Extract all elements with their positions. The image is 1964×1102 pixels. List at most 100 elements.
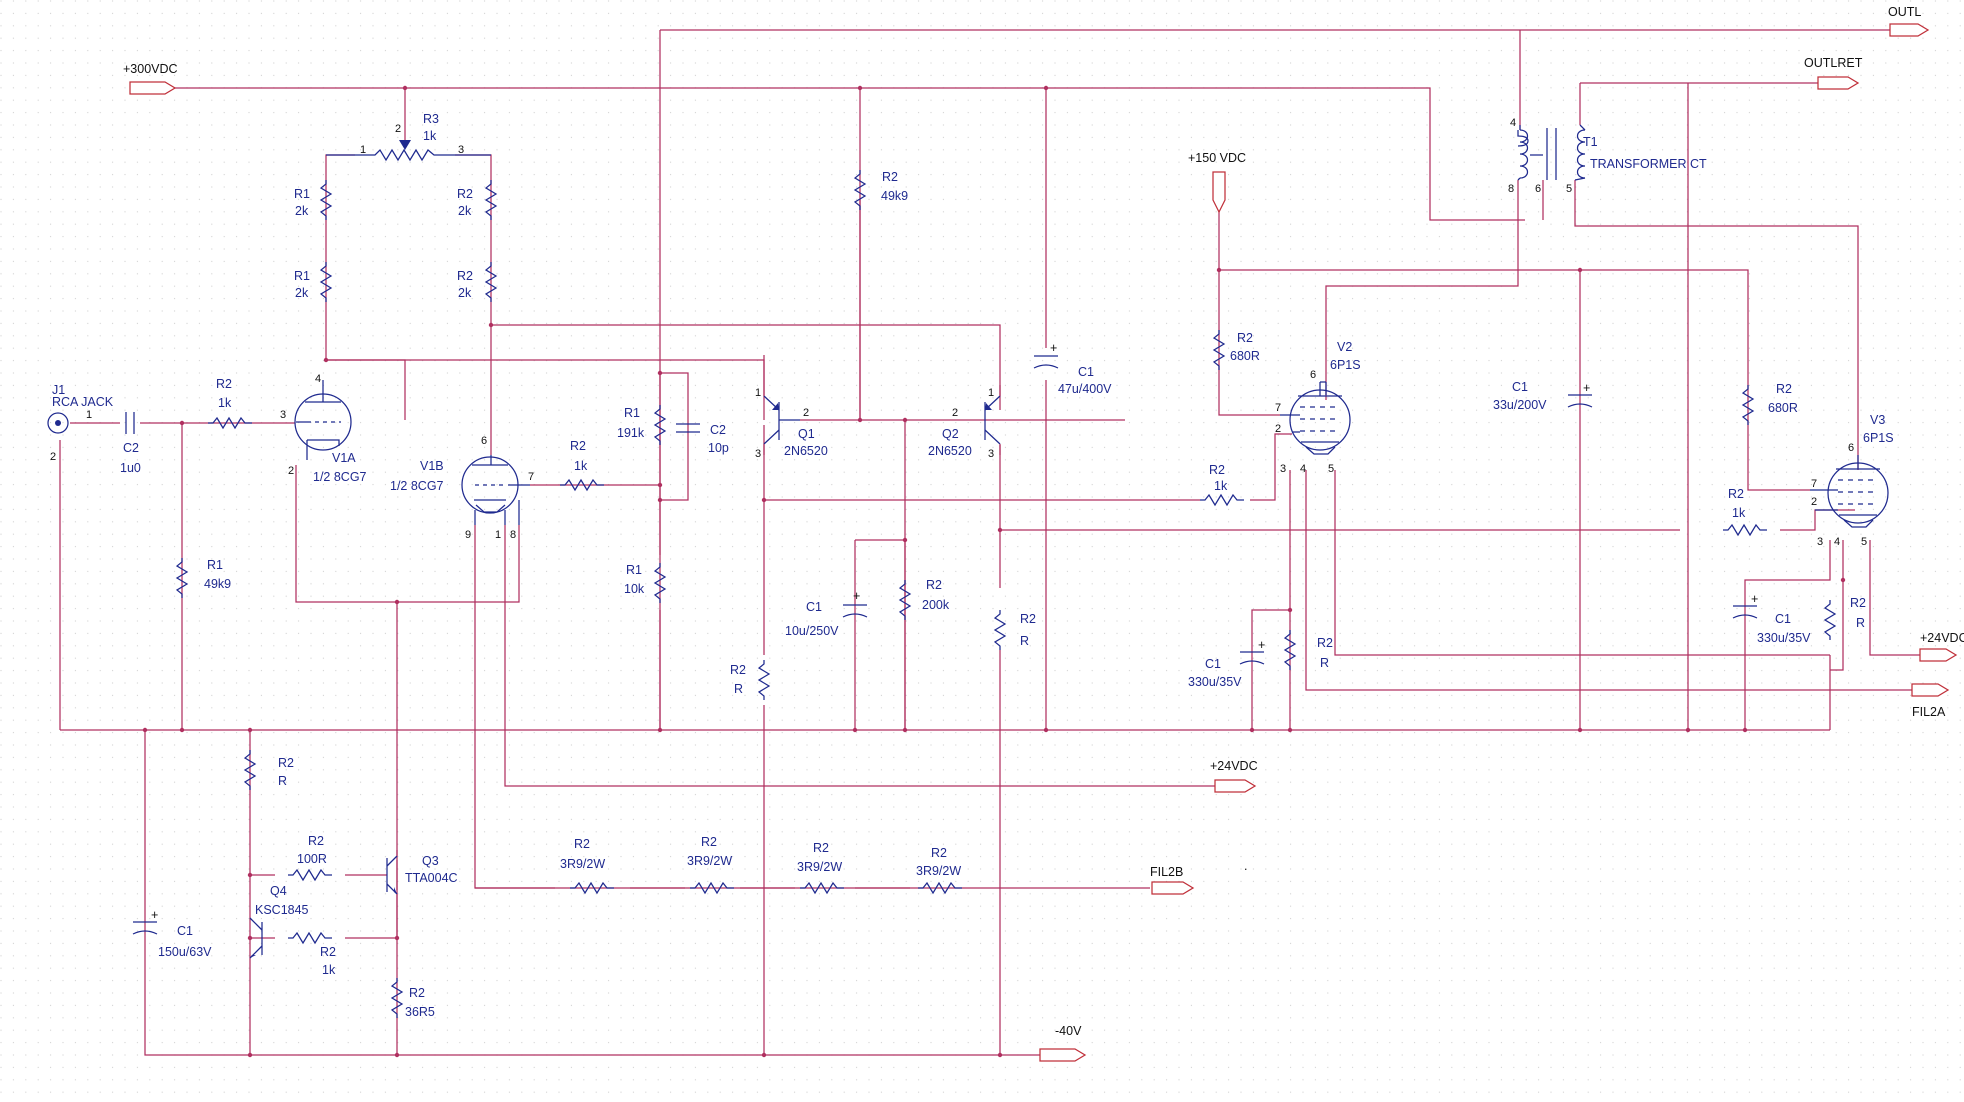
rfil1-ref: R2 (574, 837, 590, 851)
r2q2-value: R (1020, 634, 1029, 648)
r2a-value: 2k (458, 204, 472, 218)
resistor-r2-grid-v1b: R2 1k (559, 439, 605, 491)
c1big-plus: + (1050, 341, 1057, 355)
resistor-r2-v2-cathode: R2 R (1284, 629, 1333, 671)
v3-pin3: 3 (1817, 536, 1823, 548)
q4-value: KSC1845 (255, 903, 309, 917)
c2in-ref: C2 (123, 441, 139, 455)
resistor-r1-feedback: R1 191k (617, 404, 666, 446)
r2g-value: 1k (574, 459, 588, 473)
c1mid-value: 10u/250V (785, 624, 839, 638)
resistor-r2-3r9-1: R2 3R9/2W (560, 837, 615, 894)
capacitor-c1-47u: + C1 47u/400V (1033, 341, 1112, 396)
resistor-r2-36r5: R2 36R5 (391, 977, 435, 1019)
r3-pin1: 1 (360, 144, 366, 156)
q2-ref: Q2 (942, 427, 959, 441)
r3-value: 1k (423, 129, 437, 143)
r2q3-value: 100R (297, 852, 327, 866)
r2b-value: 2k (458, 286, 472, 300)
r1a-ref: R1 (294, 187, 310, 201)
r2mid-value: 200k (922, 598, 950, 612)
j1-pin1: 1 (86, 409, 92, 421)
v3-pin2: 2 (1811, 496, 1817, 508)
r1in-ref: R1 (207, 558, 223, 572)
resistor-r2-680r-v3: R2 680R (1742, 382, 1798, 426)
r2b-ref: R2 (457, 269, 473, 283)
j1-value: RCA JACK (52, 395, 114, 409)
r2v3-ref: R2 (1776, 382, 1792, 396)
t1-value: TRANSFORMER CT (1590, 157, 1707, 171)
rca-jack-j1: J1 RCA JACK 1 2 (47, 383, 114, 463)
v1a-pin4: 4 (315, 373, 321, 385)
r2v3-value: 680R (1768, 401, 1798, 415)
v3-value: 6P1S (1863, 431, 1894, 445)
v1a-value: 1/2 8CG7 (313, 470, 367, 484)
v1b-pin6: 6 (481, 435, 487, 447)
resistor-r2-input: R2 1k (207, 377, 253, 429)
r2mid-ref: R2 (926, 578, 942, 592)
v2-pin7: 7 (1275, 402, 1281, 414)
r3-pin3: 3 (458, 144, 464, 156)
v2-ref: V2 (1337, 340, 1352, 354)
r3-ref: R3 (423, 112, 439, 126)
rfil4-value: 3R9/2W (916, 864, 961, 878)
tube-v3: 6 7 2 3 4 5 V3 6P1S (1810, 413, 1894, 548)
port-outlret: OUTLRET (1804, 56, 1863, 90)
port-outl-label: OUTL (1888, 5, 1921, 19)
c1mid2-value: 33u/200V (1493, 398, 1547, 412)
tube-v1a: 3 4 2 V1A 1/2 8CG7 (280, 373, 367, 484)
r2v2k-value: R (1320, 656, 1329, 670)
port-v300-label: +300VDC (123, 62, 178, 76)
port-fil2a-label: FIL2A (1912, 705, 1946, 719)
r2g1-value: 1k (1214, 479, 1228, 493)
q1-value: 2N6520 (784, 444, 828, 458)
v1b-pin7: 7 (528, 471, 534, 483)
r2q3-ref: R2 (308, 834, 324, 848)
q4-ref: Q4 (270, 884, 287, 898)
c1v3-ref: C1 (1775, 612, 1791, 626)
r2v2k-ref: R2 (1317, 636, 1333, 650)
rfil3-value: 3R9/2W (797, 860, 842, 874)
transistor-q1: 1 2 3 Q1 2N6520 (755, 355, 828, 460)
port-v24b: +24VDC (1210, 759, 1258, 793)
port-neg40-label: -40V (1055, 1024, 1082, 1038)
r2top-ref: R2 (882, 170, 898, 184)
capacitor-c2-feedback: C2 10p (676, 423, 729, 455)
r1lo-ref: R1 (626, 563, 642, 577)
v2-pin4: 4 (1300, 463, 1306, 475)
t1-pin8: 8 (1508, 183, 1514, 195)
resistor-r1-10k: R1 10k (624, 562, 666, 604)
resistor-r2-v3-grid: R2 1k (1722, 487, 1768, 536)
port-outl: OUTL (1888, 5, 1930, 37)
capacitor-c1-150u: + C1 150u/63V (132, 908, 212, 959)
potentiometer-r3: 2 1 3 R3 1k (326, 112, 491, 162)
r2q2-ref: R2 (1020, 612, 1036, 626)
rfil1-value: 3R9/2W (560, 857, 605, 871)
c1neg-value: 150u/63V (158, 945, 212, 959)
resistor-r1-grid: R1 49k9 (176, 557, 231, 599)
tube-v2: 6 7 2 3 4 5 V2 6P1S (1275, 340, 1361, 475)
v1b-pin1: 1 (495, 529, 501, 541)
port-v150: +150 VDC (1188, 151, 1246, 214)
v2-pin3: 3 (1280, 463, 1286, 475)
port-v24b-label: +24VDC (1210, 759, 1258, 773)
v2-value: 6P1S (1330, 358, 1361, 372)
r2e-ref: R2 (409, 986, 425, 1000)
v2-pin5: 5 (1328, 463, 1334, 475)
q2-pin3: 3 (988, 448, 994, 460)
v1b-pin8: 8 (510, 529, 516, 541)
rfil2-ref: R2 (701, 835, 717, 849)
q1-ref: Q1 (798, 427, 815, 441)
c1mid-ref: C1 (806, 600, 822, 614)
c1neg-ref: C1 (177, 924, 193, 938)
resistor-r2-q1-emitter: R2 R (730, 659, 770, 701)
capacitor-c1-330u-v3: + C1 330u/35V (1732, 592, 1811, 645)
q2-value: 2N6520 (928, 444, 972, 458)
c1big-value: 47u/400V (1058, 382, 1112, 396)
c1mid-plus: + (853, 589, 860, 603)
t1-pin4: 4 (1510, 117, 1516, 129)
rfil4-ref: R2 (931, 846, 947, 860)
resistor-r2-v2-grid: R2 1k (1199, 463, 1245, 506)
j1-ref: J1 (52, 383, 65, 397)
port-fil2b: FIL2B (1150, 865, 1195, 895)
